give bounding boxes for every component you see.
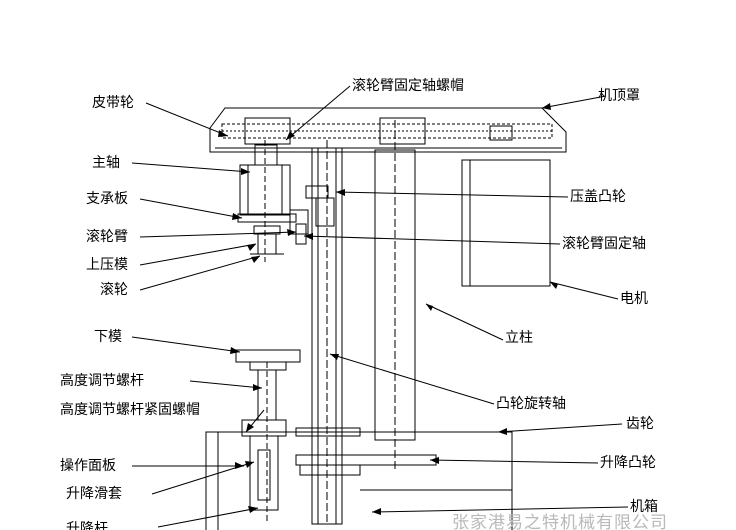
label-height-screw: 高度调节螺杆 (60, 373, 144, 389)
roller-assembly-shape (250, 209, 309, 255)
label-top-cover: 机顶罩 (598, 88, 640, 104)
spindle-shape (237, 140, 297, 262)
lower-die-shape (235, 349, 301, 524)
label-roller-arm-fixed-nut: 滚轮臂固定轴螺帽 (352, 78, 464, 94)
label-upper-die: 上压模 (86, 257, 128, 273)
label-height-screw-nut: 高度调节螺杆紧固螺帽 (60, 402, 200, 418)
label-column: 立柱 (505, 330, 533, 346)
watermark: 张家港易之特机械有限公司 (452, 513, 668, 530)
arrow-heads (218, 103, 558, 515)
label-cam-shaft: 凸轮旋转轴 (496, 396, 566, 412)
label-spindle: 主轴 (92, 155, 120, 171)
label-roller-arm-fixed-shaft: 滚轮臂固定轴 (562, 236, 646, 252)
label-lift-rod: 升降杆 (66, 521, 108, 530)
column-shape (311, 140, 343, 525)
label-belt-wheel: 皮带轮 (92, 95, 134, 111)
label-support-plate: 支承板 (86, 191, 128, 207)
label-lift-cam: 升降凸轮 (600, 455, 656, 471)
label-lift-sleeve: 升降滑套 (66, 486, 122, 502)
label-cabinet: 机箱 (630, 499, 658, 515)
label-press-cam: 压盖凸轮 (570, 189, 626, 205)
motor-shape (461, 159, 551, 287)
cam-shaft-shape (305, 120, 416, 470)
label-panel: 操作面板 (60, 458, 116, 474)
label-roller-arm: 滚轮臂 (86, 229, 128, 245)
label-roller: 滚轮 (100, 282, 128, 298)
label-gear: 齿轮 (626, 416, 654, 432)
label-motor: 电机 (620, 291, 648, 307)
label-lower-die: 下模 (94, 329, 122, 345)
